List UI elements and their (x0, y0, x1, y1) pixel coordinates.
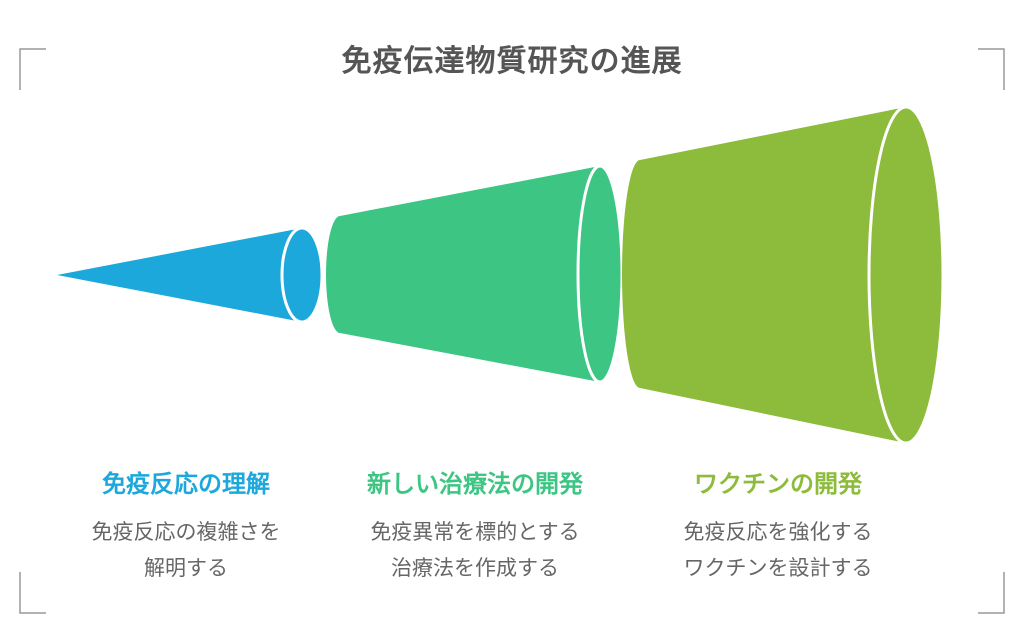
stage-1-desc-line-2: 解明する (144, 556, 228, 580)
stage-2-cone (326, 164, 624, 384)
stage-3-label: ワクチンの開発 (694, 470, 862, 498)
stage-2-description: 免疫異常を標的とする 治療法を作成する (325, 514, 625, 586)
page-title: 免疫伝達物質研究の進展 (341, 44, 683, 79)
stage-1-cone-end (280, 226, 324, 324)
stage-2-label: 新しい治療法の開発 (367, 470, 583, 498)
bracket-top-right (978, 48, 1005, 90)
bracket-top-left (19, 48, 46, 90)
bracket-bottom-left (19, 572, 46, 614)
stage-3-description: 免疫反応を強化する ワクチンを設計する (628, 514, 928, 586)
stage-1-label: 免疫反応の理解 (102, 470, 270, 498)
stage-2-cone-end (576, 164, 624, 384)
stage-1-desc-line-1: 免疫反応の複雑さを (91, 520, 281, 544)
stage-3-desc-line-2: ワクチンを設計する (683, 556, 873, 580)
stage-2-cone-body (326, 166, 622, 382)
stage-3-cone-body (622, 107, 943, 443)
stage-3-cone-end (867, 105, 945, 445)
stage-1-cone (57, 226, 324, 324)
stage-2-desc-line-1: 免疫異常を標的とする (370, 520, 580, 544)
stage-3-cone (622, 105, 945, 445)
stage-1-description: 免疫反応の複雑さを 解明する (36, 514, 336, 586)
bracket-bottom-right (978, 572, 1005, 614)
stage-1-cone-body (57, 228, 322, 322)
stage-2-desc-line-2: 治療法を作成する (391, 556, 559, 580)
frame-brackets (19, 48, 1005, 614)
stage-3-desc-line-1: 免疫反応を強化する (683, 520, 873, 544)
